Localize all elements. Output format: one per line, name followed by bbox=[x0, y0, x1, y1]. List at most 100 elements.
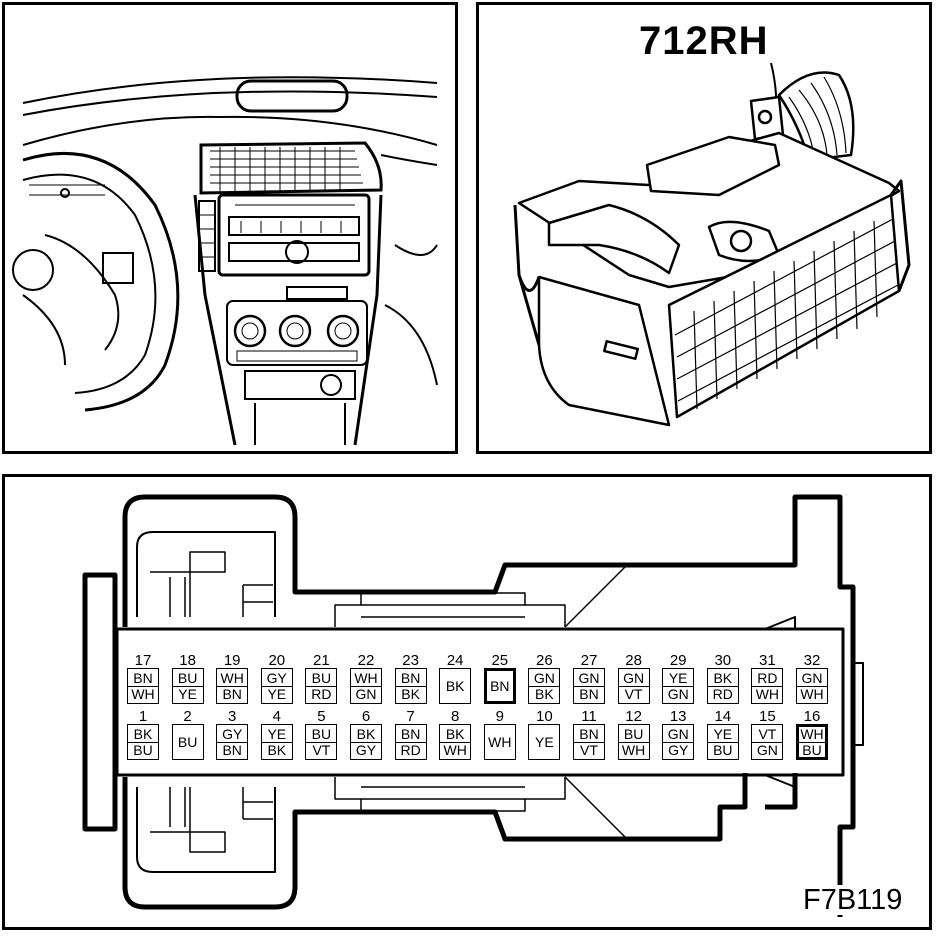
pin-24-color-1: BK bbox=[445, 677, 465, 694]
pin-1-color-1: BK bbox=[128, 726, 158, 743]
pin-number-21: 21 bbox=[313, 652, 330, 669]
connector-face-outline bbox=[82, 494, 864, 917]
pin-14-color-2: BU bbox=[713, 741, 733, 758]
pin-number-24: 24 bbox=[446, 652, 464, 669]
pin-21-color-1: BU bbox=[306, 670, 337, 687]
pin-29-color-1: YE bbox=[663, 670, 694, 687]
pin-number-11: 11 bbox=[581, 708, 597, 725]
pin-6-color-1: BK bbox=[351, 726, 381, 743]
pin-number-20: 20 bbox=[268, 652, 286, 669]
pin-number-26: 26 bbox=[536, 652, 553, 669]
pin-19-color-2: BN bbox=[222, 685, 242, 702]
figure-code: F7B119 bbox=[801, 884, 905, 916]
pin-number-18: 18 bbox=[179, 652, 196, 669]
pin-number-16: 16 bbox=[803, 708, 821, 725]
pin-12-color-1: BU bbox=[618, 726, 649, 743]
pin-number-31: 31 bbox=[759, 652, 776, 669]
pin-number-27: 27 bbox=[580, 652, 598, 669]
pin-7-color-2: RD bbox=[400, 741, 421, 758]
dashboard-location-panel bbox=[2, 2, 458, 454]
pin-28-color-1: GN bbox=[618, 670, 649, 687]
pin-2-color-1: BU bbox=[177, 733, 198, 750]
pin-number-2: 2 bbox=[183, 708, 192, 725]
pin-4-color-1: YE bbox=[261, 726, 292, 743]
pin-27-color-1: GN bbox=[574, 670, 604, 687]
pin-number-15: 15 bbox=[759, 708, 776, 725]
pin-4-color-2: BK bbox=[267, 741, 287, 758]
pin-16-color-2: BU bbox=[802, 741, 822, 758]
pin-number-13: 13 bbox=[669, 708, 687, 725]
pin-number-22: 22 bbox=[357, 652, 375, 669]
pin-22-color-2: GN bbox=[355, 685, 377, 702]
pin-26-color-2: BK bbox=[535, 685, 554, 702]
pin-number-28: 28 bbox=[625, 652, 642, 669]
pin-13-color-2: GY bbox=[668, 741, 689, 758]
pin-20-color-2: YE bbox=[267, 685, 287, 702]
pin-18-color-1: BU bbox=[172, 670, 203, 687]
pin-5-color-1: BU bbox=[306, 726, 337, 743]
pin-26-color-1: GN bbox=[529, 670, 560, 687]
pin-23-color-2: BK bbox=[401, 685, 420, 702]
pin-20-color-1: GY bbox=[261, 670, 292, 687]
pin-15-color-2: GN bbox=[756, 741, 778, 758]
pin-number-3: 3 bbox=[228, 708, 237, 725]
pin-11-color-1: BN bbox=[574, 726, 604, 743]
pin-30-color-2: RD bbox=[712, 685, 733, 702]
pin-27-color-2: BN bbox=[579, 685, 599, 702]
dashboard-illustration bbox=[12, 76, 438, 446]
pin-number-6: 6 bbox=[361, 708, 371, 725]
pin-15-color-1: VT bbox=[752, 726, 783, 743]
pin-number-9: 9 bbox=[495, 708, 504, 725]
pin-number-5: 5 bbox=[317, 708, 326, 725]
pin-14-color-1: YE bbox=[707, 726, 738, 743]
pin-number-25: 25 bbox=[491, 652, 509, 669]
pin-32-color-1: GN bbox=[797, 670, 827, 687]
pin-25: BN bbox=[483, 668, 516, 704]
pin-number-29: 29 bbox=[669, 652, 687, 669]
pin-9: WH bbox=[483, 724, 516, 760]
pin-17-color-1: BN bbox=[128, 670, 158, 687]
pin-17-color-2: WH bbox=[131, 685, 155, 702]
pin-number-23: 23 bbox=[402, 652, 419, 669]
pin-12-color-2: WH bbox=[621, 741, 646, 758]
pin-6-color-2: GY bbox=[355, 741, 377, 758]
pin-10-color-1: YE bbox=[535, 733, 554, 750]
pin-number-7: 7 bbox=[406, 708, 415, 725]
pin-3-color-2: BN bbox=[222, 741, 242, 758]
pin-13-color-1: GN bbox=[663, 726, 694, 743]
pin-number-30: 30 bbox=[714, 652, 732, 669]
pin-31-color-2: WH bbox=[755, 685, 780, 702]
connector-illustration bbox=[513, 62, 911, 427]
pin-19-color-1: WH bbox=[217, 670, 248, 687]
pin-number-14: 14 bbox=[714, 708, 732, 725]
pin-23-color-1: BN bbox=[395, 670, 426, 687]
pin-9-color-1: WH bbox=[488, 733, 512, 750]
pin-11-color-2: VT bbox=[580, 741, 598, 758]
pin-number-12: 12 bbox=[625, 708, 642, 725]
pin-31-color-1: RD bbox=[752, 670, 783, 687]
pin-24: BK bbox=[439, 668, 472, 704]
pin-7-color-1: BN bbox=[395, 726, 426, 743]
pin-18-color-2: YE bbox=[178, 685, 197, 702]
pin-32-color-2: WH bbox=[800, 685, 824, 702]
